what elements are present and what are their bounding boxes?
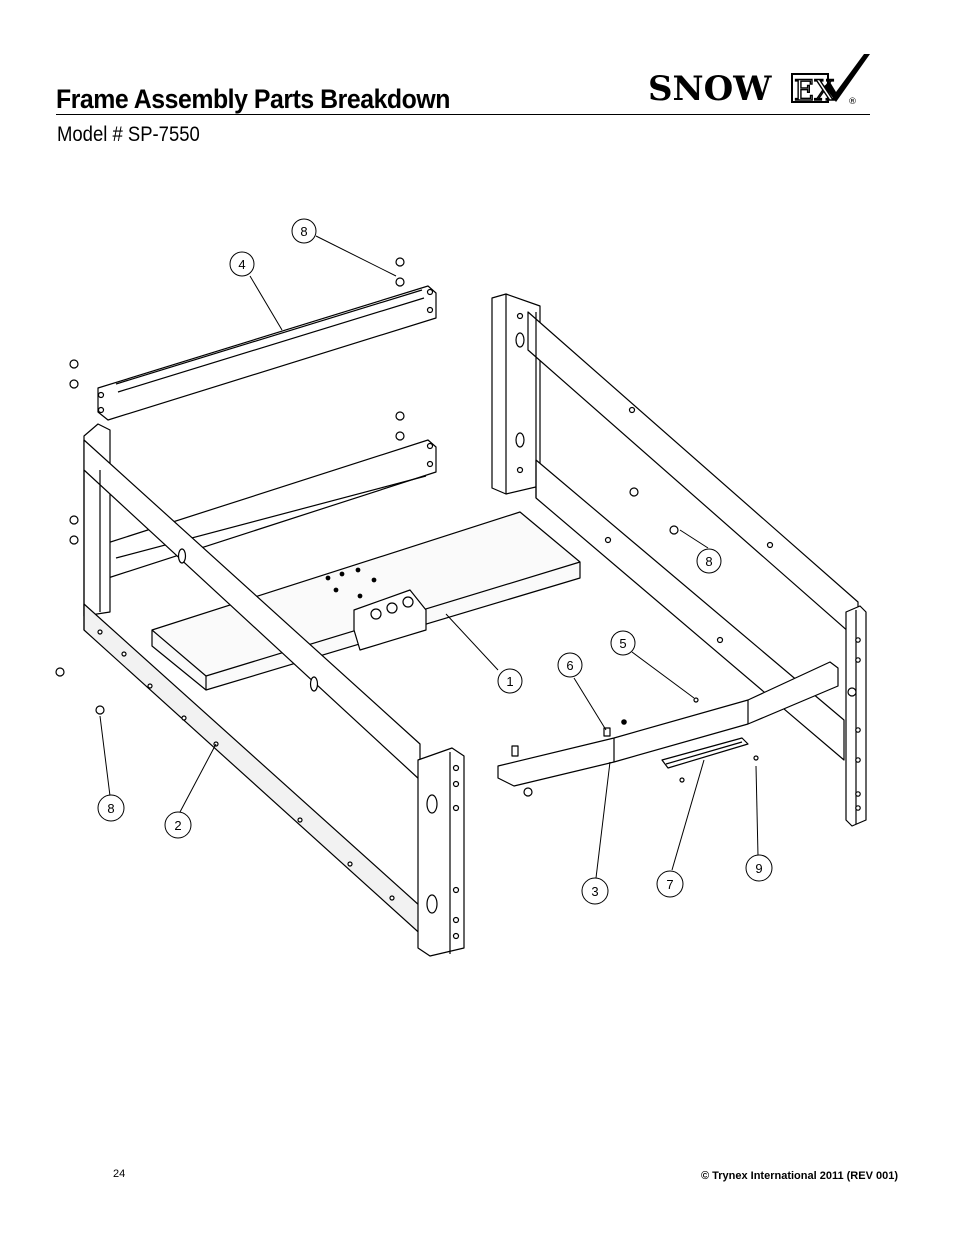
logo-snow-text: SNOW [648,69,772,109]
callout-8-top: 8 [291,218,317,244]
frame-exploded-diagram: 8 4 8 1 5 6 8 2 [55,218,867,957]
model-number: Model # SP-7550 [57,123,200,146]
svg-text:8: 8 [300,224,307,239]
logo-check-icon [824,54,870,102]
callout-4: 4 [229,251,255,277]
part-1-floor-plate [151,511,581,691]
svg-text:3: 3 [591,884,598,899]
part-3-front-crossbar [497,661,839,787]
callout-7: 7 [656,870,684,898]
page-title: Frame Assembly Parts Breakdown [56,84,450,114]
callout-8-left: 8 [97,794,125,822]
right-side-frame [491,293,859,761]
callout-6: 6 [557,652,583,678]
callout-9: 9 [745,854,773,882]
callout-1: 1 [497,668,523,694]
svg-text:7: 7 [666,877,673,892]
logo-ex-text: EX [794,74,834,107]
callout-8-right: 8 [696,548,722,574]
right-front-post [845,605,867,827]
callout-5: 5 [610,630,636,656]
callout-2: 2 [164,811,192,839]
part-7-slot-insert [661,737,749,769]
svg-text:9: 9 [755,861,762,876]
hardware-bolts [55,257,857,797]
logo-registered-mark: ® [848,97,857,107]
copyright-notice: © Trynex International 2011 (REV 001) [700,1170,898,1182]
svg-text:4: 4 [238,257,245,272]
page-number: 24 [113,1168,126,1180]
header-rule [56,114,870,115]
svg-text:1: 1 [506,674,513,689]
callout-3: 3 [581,877,609,905]
svg-text:8: 8 [705,554,712,569]
snowex-logo: SNOW EX ® [648,54,870,109]
left-front-post [417,747,465,957]
svg-text:2: 2 [174,818,181,833]
svg-text:5: 5 [619,636,626,651]
svg-text:8: 8 [107,801,114,816]
leader-lines [99,235,759,879]
svg-text:6: 6 [566,658,573,673]
part-4-rear-crossbar [97,285,437,421]
